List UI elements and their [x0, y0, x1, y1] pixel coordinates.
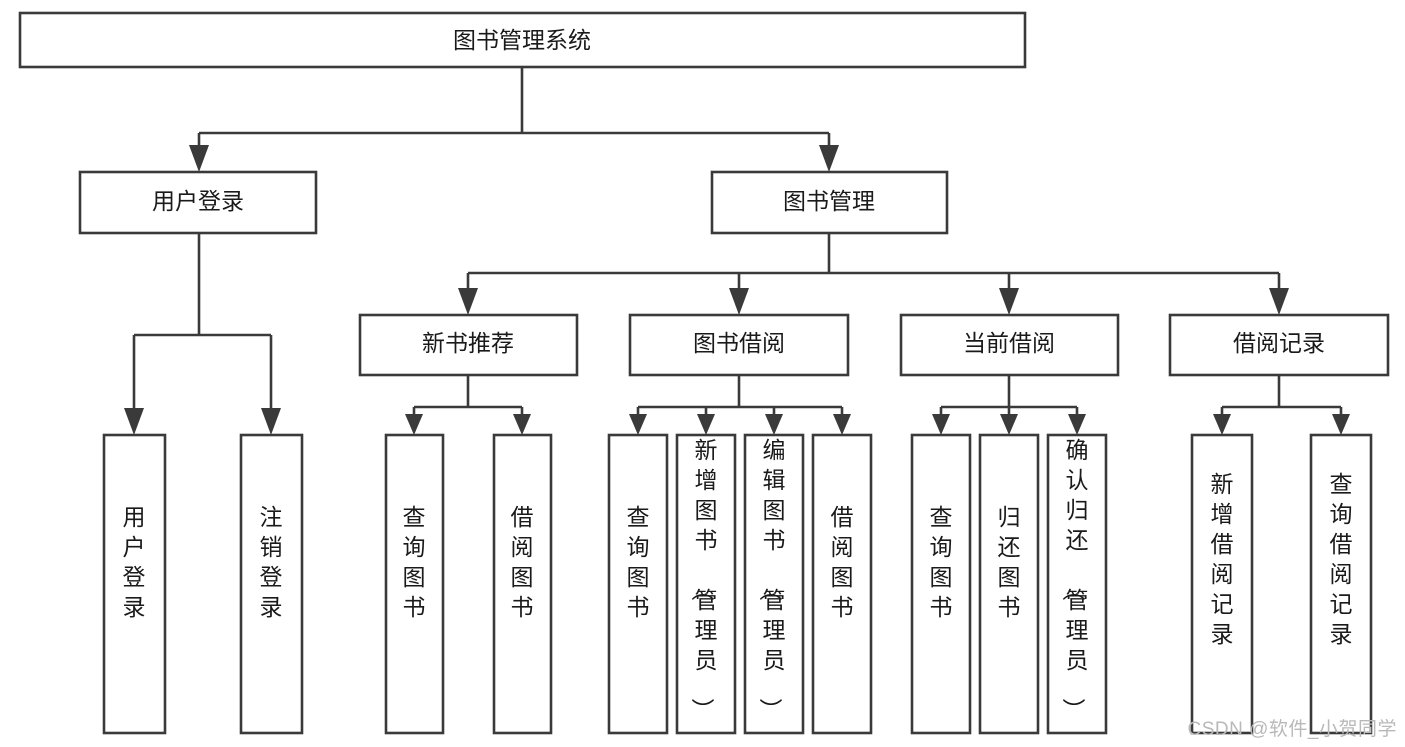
arrowhead-icon-leaf-query-book-1 — [405, 414, 423, 435]
node-leaf-confirm-return-box[interactable] — [1046, 433, 1108, 735]
node-leaf-return-book-box[interactable] — [978, 433, 1040, 735]
node-leaf-query-book-1-box[interactable] — [384, 433, 445, 735]
node-leaf-borrow-book-2-box[interactable] — [811, 433, 873, 735]
node-borrow-record[interactable]: 借阅记录 — [1168, 313, 1390, 377]
node-leaf-add-record[interactable]: 新增借阅记录 — [1190, 433, 1254, 735]
node-leaf-query-book-3-label: 查询图书 — [930, 504, 953, 620]
node-leaf-query-record-label: 查询借阅记录 — [1330, 471, 1353, 647]
node-book-management-label: 图书管理 — [783, 188, 875, 214]
node-leaf-query-book-1-label: 查询图书 — [403, 504, 426, 620]
node-leaf-user-logout-box[interactable] — [239, 433, 304, 735]
node-book-management-box[interactable] — [710, 170, 949, 235]
node-leaf-confirm-return[interactable]: 确认归还（管理员） — [1046, 433, 1108, 735]
node-book-borrow[interactable]: 图书借阅 — [628, 313, 850, 377]
arrowhead-icon-borrow-record — [1269, 288, 1289, 315]
arrowhead-icon-current-borrow — [999, 288, 1019, 315]
node-leaf-borrow-book-1-label: 借阅图书 — [511, 504, 534, 620]
node-borrow-record-label: 借阅记录 — [1233, 330, 1325, 356]
node-leaf-borrow-book-1-box[interactable] — [492, 433, 553, 735]
node-leaf-add-book[interactable]: 新增图书（管理员） — [675, 433, 737, 735]
connector-layer — [132, 67, 1343, 414]
node-user-login-box[interactable] — [78, 170, 318, 235]
node-leaf-return-book[interactable]: 归还图书 — [978, 433, 1040, 735]
node-new-book-recommend-label: 新书推荐 — [422, 330, 514, 356]
node-leaf-add-book-label: 新增图书（管理员） — [690, 437, 718, 721]
arrowhead-icon-leaf-borrow-book-2 — [833, 414, 851, 435]
node-leaf-query-book-2-label: 查询图书 — [627, 504, 650, 620]
node-leaf-user-logout[interactable]: 注销登录 — [239, 433, 304, 735]
node-leaf-user-login-box[interactable] — [102, 433, 167, 735]
node-root-box[interactable] — [18, 11, 1027, 69]
arrowhead-icon-leaf-user-login — [124, 408, 144, 435]
node-leaf-return-book-label: 归还图书 — [998, 504, 1021, 620]
arrowhead-icon-leaf-edit-book — [765, 414, 783, 435]
node-leaf-edit-book-label: 编辑图书（管理员） — [758, 437, 786, 721]
node-leaf-query-book-2[interactable]: 查询图书 — [607, 433, 669, 735]
node-book-management[interactable]: 图书管理 — [710, 170, 949, 235]
node-leaf-borrow-book-2-label: 借阅图书 — [831, 504, 854, 620]
arrowhead-icon-leaf-return-book — [1000, 414, 1018, 435]
node-current-borrow-label: 当前借阅 — [963, 330, 1055, 356]
node-leaf-edit-book-box[interactable] — [743, 433, 805, 735]
node-root[interactable]: 图书管理系统 — [18, 11, 1027, 69]
node-leaf-borrow-book-2[interactable]: 借阅图书 — [811, 433, 873, 735]
node-new-book-recommend-box[interactable] — [358, 313, 579, 377]
node-new-book-recommend[interactable]: 新书推荐 — [358, 313, 579, 377]
arrowhead-icon-leaf-query-book-2 — [629, 414, 647, 435]
node-book-borrow-label: 图书借阅 — [693, 330, 785, 356]
node-leaf-query-record[interactable]: 查询借阅记录 — [1309, 433, 1373, 735]
arrowhead-icon-leaf-borrow-book-1 — [513, 414, 531, 435]
node-leaf-user-login-label: 用户登录 — [123, 504, 146, 620]
node-leaf-query-record-box[interactable] — [1309, 433, 1373, 735]
arrowhead-icon-user-login — [189, 145, 209, 172]
node-leaf-user-login[interactable]: 用户登录 — [102, 433, 167, 735]
arrowhead-layer — [124, 145, 1350, 435]
node-leaf-query-book-3[interactable]: 查询图书 — [910, 433, 972, 735]
node-leaf-add-record-box[interactable] — [1190, 433, 1254, 735]
arrowhead-icon-leaf-user-logout — [261, 408, 281, 435]
node-leaf-query-book-1[interactable]: 查询图书 — [384, 433, 445, 735]
node-leaf-confirm-return-label: 确认归还（管理员） — [1061, 437, 1089, 721]
arrowhead-icon-new-book-recommend — [458, 288, 478, 315]
node-leaf-query-book-2-box[interactable] — [607, 433, 669, 735]
node-book-borrow-box[interactable] — [628, 313, 850, 377]
arrowhead-icon-leaf-add-record — [1213, 414, 1231, 435]
arrowhead-icon-book-management — [819, 145, 839, 172]
node-current-borrow[interactable]: 当前借阅 — [899, 313, 1120, 377]
node-borrow-record-box[interactable] — [1168, 313, 1390, 377]
arrowhead-icon-book-borrow — [729, 288, 749, 315]
node-leaf-add-record-label: 新增借阅记录 — [1211, 471, 1234, 647]
node-leaf-user-logout-label: 注销登录 — [260, 504, 283, 620]
arrowhead-icon-leaf-add-book — [697, 414, 715, 435]
node-leaf-query-book-3-box[interactable] — [910, 433, 972, 735]
node-current-borrow-box[interactable] — [899, 313, 1120, 377]
arrowhead-icon-leaf-query-book-3 — [932, 414, 950, 435]
node-leaf-add-book-box[interactable] — [675, 433, 737, 735]
node-user-login-label: 用户登录 — [152, 188, 244, 214]
node-user-login[interactable]: 用户登录 — [78, 170, 318, 235]
arrowhead-icon-leaf-query-record — [1332, 414, 1350, 435]
arrowhead-icon-leaf-confirm-return — [1068, 414, 1086, 435]
node-root-label: 图书管理系统 — [453, 27, 591, 53]
node-leaf-borrow-book-1[interactable]: 借阅图书 — [492, 433, 553, 735]
node-leaf-edit-book[interactable]: 编辑图书（管理员） — [743, 433, 805, 735]
